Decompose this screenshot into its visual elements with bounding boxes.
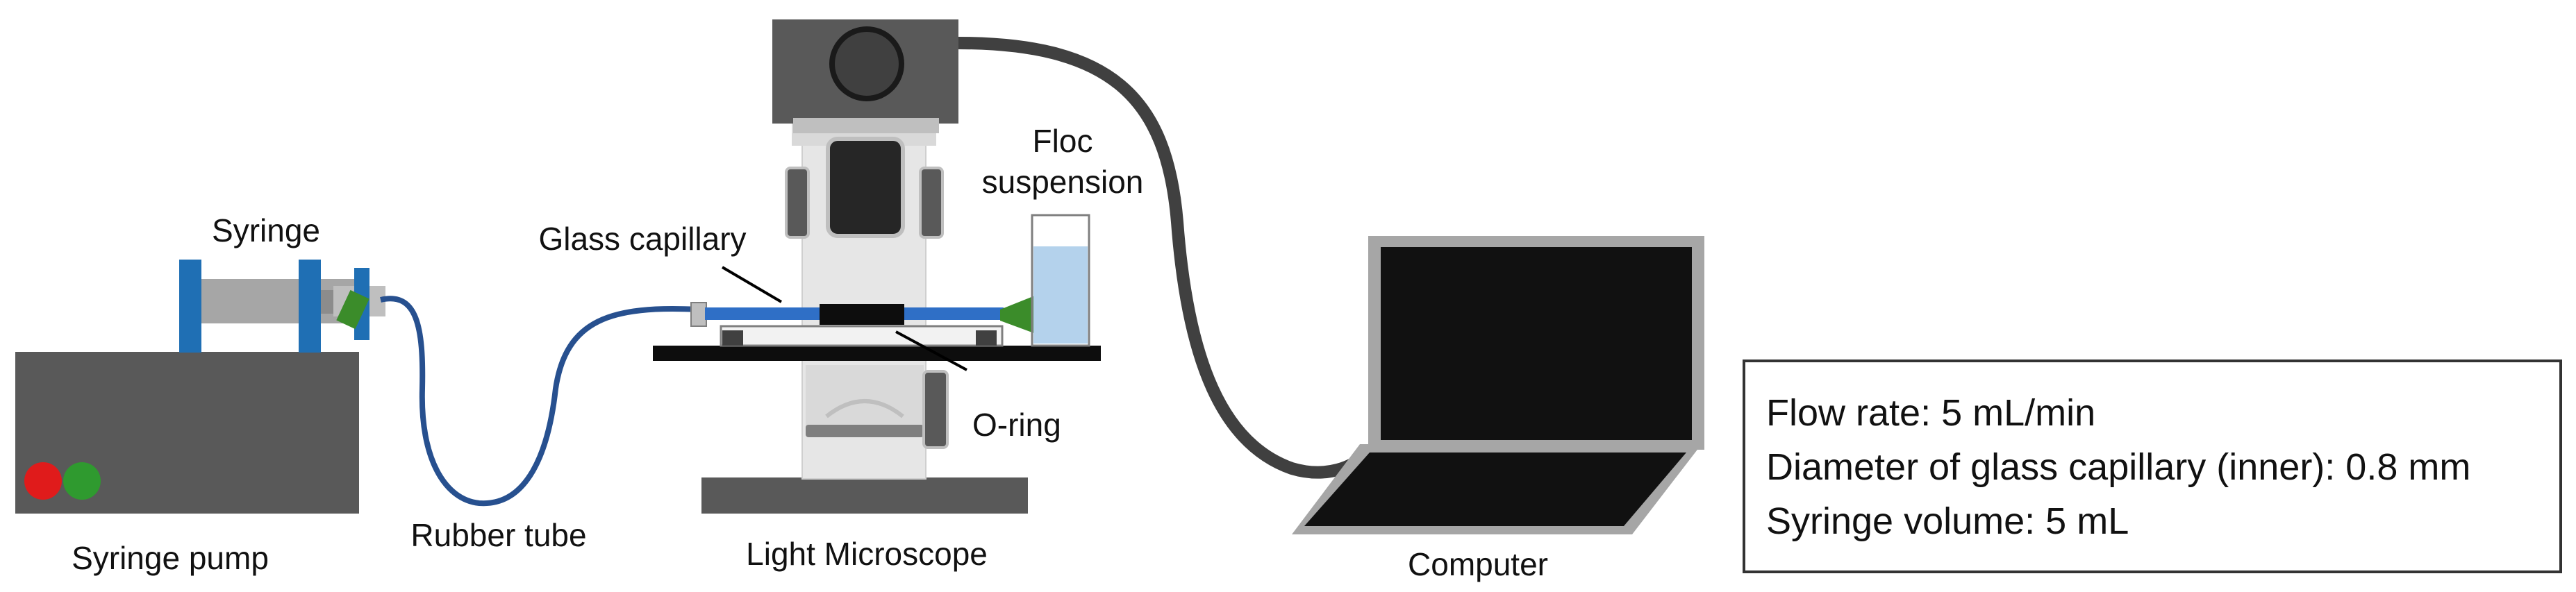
condenser-ring <box>806 425 924 437</box>
floc-label: Floc <box>1032 123 1093 159</box>
suspension-label: suspension <box>981 164 1144 200</box>
condenser-lens <box>825 399 904 418</box>
syringe-pump <box>15 352 359 514</box>
syringe-clamp-right <box>299 260 321 353</box>
rubber-tube <box>380 296 699 507</box>
pump-green-button <box>63 462 101 500</box>
stage-clip-left <box>722 330 743 346</box>
computer <box>1292 236 1704 534</box>
laptop-screen <box>1381 247 1692 440</box>
computer-label: Computer <box>1408 546 1548 582</box>
laptop-keyboard <box>1304 453 1686 526</box>
camera-mount <box>793 118 939 133</box>
microscope-base <box>701 477 1028 514</box>
glass-capillary-leader <box>721 266 783 303</box>
pump-red-button <box>24 462 62 500</box>
glass-capillary-assembly <box>690 214 1090 347</box>
focus-knob-left <box>785 167 810 239</box>
stage-clip-right <box>976 330 997 346</box>
capillary-inlet-fitting <box>690 302 707 327</box>
syringe-label: Syringe <box>212 212 320 248</box>
stage-knob <box>922 370 949 449</box>
camera-lens <box>829 26 904 101</box>
syringe-volume-text: Syringe volume: 5 mL <box>1766 500 2129 542</box>
o-ring <box>820 304 904 325</box>
o-ring-label: O-ring <box>972 407 1061 443</box>
capillary-diameter-text: Diameter of glass capillary (inner): 0.8… <box>1766 446 2471 488</box>
suspension-container-liquid <box>1033 246 1088 344</box>
syringe-clamp-left <box>179 260 201 353</box>
microscope-eyepiece-window <box>826 137 905 238</box>
light-microscope-label: Light Microscope <box>746 536 988 572</box>
camera-cable <box>902 36 1371 479</box>
glass-capillary-label: Glass capillary <box>538 221 747 257</box>
rubber-tube-label: Rubber tube <box>410 517 587 553</box>
light-microscope <box>653 19 1101 514</box>
condenser <box>806 365 924 426</box>
suspension-container <box>1031 214 1090 347</box>
slide-holder <box>720 325 1004 347</box>
flow-rate-text: Flow rate: 5 mL/min <box>1766 392 2096 434</box>
luer-connector <box>336 289 369 330</box>
syringe-pump-label: Syringe pump <box>72 540 269 576</box>
experimental-parameters-box: Flow rate: 5 mL/min Diameter of glass ca… <box>1743 360 2562 573</box>
microscope-stage <box>653 346 1101 361</box>
o-ring-leader <box>895 330 967 371</box>
syringe <box>179 260 385 353</box>
focus-knob-right <box>919 167 944 239</box>
